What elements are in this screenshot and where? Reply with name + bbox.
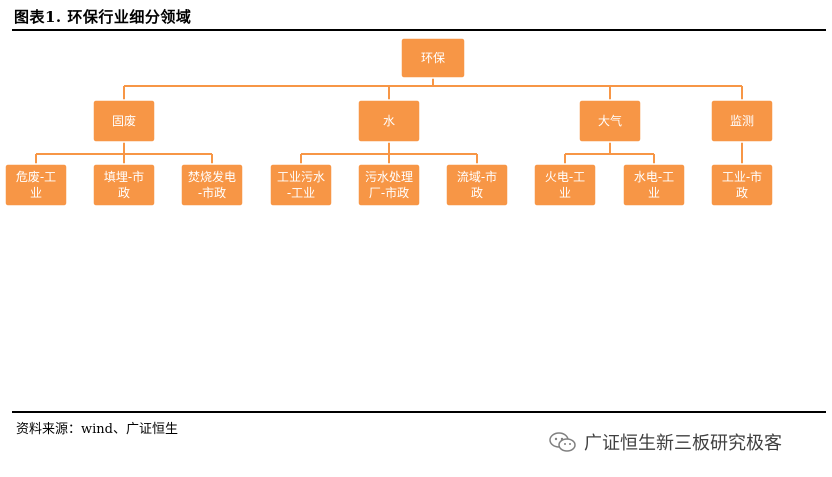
leaf-node-2-1-label-line-1: 工业污水 — [277, 170, 325, 184]
figure-title: 图表1. 环保行业细分领域 — [14, 8, 192, 26]
category-node-1 — [92, 99, 156, 143]
leaf-node-1-2-label-line-1: 填埋-市 — [104, 169, 144, 184]
category-node-1-label: 固废 — [112, 113, 136, 128]
leaf-node-1-1-label-line-2: 业 — [30, 186, 42, 200]
leaf-node-1-1-label-line-1: 危废-工 — [16, 169, 56, 184]
leaf-node-4-1 — [710, 163, 774, 207]
leaf-node-2-1 — [269, 163, 333, 207]
leaf-node-3-2-label-line-2: 业 — [648, 186, 660, 200]
leaf-node-2-3-label-line-2: 政 — [471, 186, 483, 200]
root-node — [400, 37, 466, 79]
leaf-node-4-1-label-line-1: 工业-市 — [722, 169, 762, 184]
leaf-node-3-2-label-line-1: 水电-工 — [634, 170, 674, 184]
leaf-node-3-1 — [533, 163, 597, 207]
category-node-2 — [357, 99, 421, 143]
leaf-node-3-2 — [622, 163, 686, 207]
leaf-node-2-2-label-line-1: 污水处理 — [365, 170, 413, 184]
leaf-node-1-2 — [92, 163, 156, 207]
top-rule — [12, 29, 826, 31]
leaf-node-2-3-label-line-1: 流域-市 — [457, 169, 497, 184]
source-note: 资料来源：wind、广证恒生 — [16, 422, 178, 437]
leaf-node-1-1 — [4, 163, 68, 207]
leaf-node-2-3 — [445, 163, 509, 207]
leaf-node-3-1-label-line-1: 火电-工 — [545, 170, 585, 184]
category-node-2-label: 水 — [383, 114, 395, 128]
leaf-node-1-3 — [180, 163, 244, 207]
watermark-text: 广证恒生新三板研究极客 — [584, 433, 782, 454]
leaf-node-2-2-label-line-2: 厂-市政 — [369, 185, 409, 200]
leaf-node-1-2-label-line-2: 政 — [118, 186, 130, 200]
leaf-node-1-3-label-line-1: 焚烧发电 — [188, 169, 236, 184]
wechat-icon — [549, 432, 576, 452]
leaf-node-2-2 — [357, 163, 421, 207]
category-node-4-label: 监测 — [730, 114, 754, 128]
root-node-label: 环保 — [421, 51, 445, 65]
category-node-3-label: 大气 — [598, 113, 622, 128]
leaf-node-4-1-label-line-2: 政 — [736, 186, 748, 200]
leaf-node-2-1-label-line-2: -工业 — [287, 186, 315, 200]
category-node-3 — [578, 99, 642, 143]
leaf-node-1-3-label-line-2: -市政 — [198, 185, 226, 200]
watermark: 广证恒生新三板研究极客 — [548, 429, 782, 455]
category-node-4 — [710, 99, 774, 143]
bottom-rule — [12, 411, 826, 413]
leaf-node-3-1-label-line-2: 业 — [559, 186, 571, 200]
